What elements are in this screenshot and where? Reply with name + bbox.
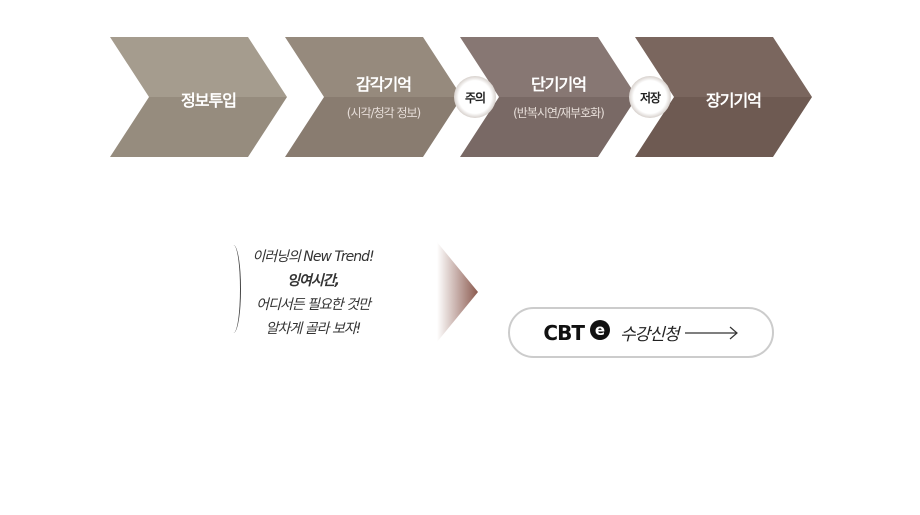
arrow-decoration — [437, 242, 478, 342]
flow-step-sensory: 감각기억 (시각/청각 정보) — [285, 37, 462, 157]
step-sub: (반복시연/재부호화) — [513, 106, 605, 120]
message-line: 이러닝의 New Trend! — [252, 249, 374, 265]
e-logo-icon: e — [590, 319, 610, 340]
arrow-right-icon — [684, 326, 738, 339]
message-line: 어디서든 필요한 것만 — [256, 297, 371, 313]
flow-step-input: 정보투입 — [110, 37, 287, 157]
storage-badge: 저장 — [629, 76, 671, 118]
step-title: 감각기억 — [356, 75, 412, 94]
message-line: 알차게 골라 보자! — [265, 321, 362, 337]
cbt-brand: CBT — [543, 320, 585, 345]
step-title: 정보투입 — [181, 91, 237, 110]
bracket-decoration — [226, 245, 241, 333]
promo-message: 이러닝의 New Trend! 잉여시간, 어디서든 필요한 것만 알차게 골라… — [238, 245, 388, 341]
enroll-label: 수강신청 — [620, 325, 680, 345]
message-line: 잉여시간, — [287, 273, 340, 289]
cbt-enroll-button[interactable]: CBT e 수강신청 — [508, 307, 774, 358]
attention-badge: 주의 — [454, 76, 496, 118]
step-title: 단기기억 — [531, 75, 587, 94]
step-title: 장기기억 — [706, 91, 762, 110]
step-sub: (시각/청각 정보) — [346, 106, 421, 120]
